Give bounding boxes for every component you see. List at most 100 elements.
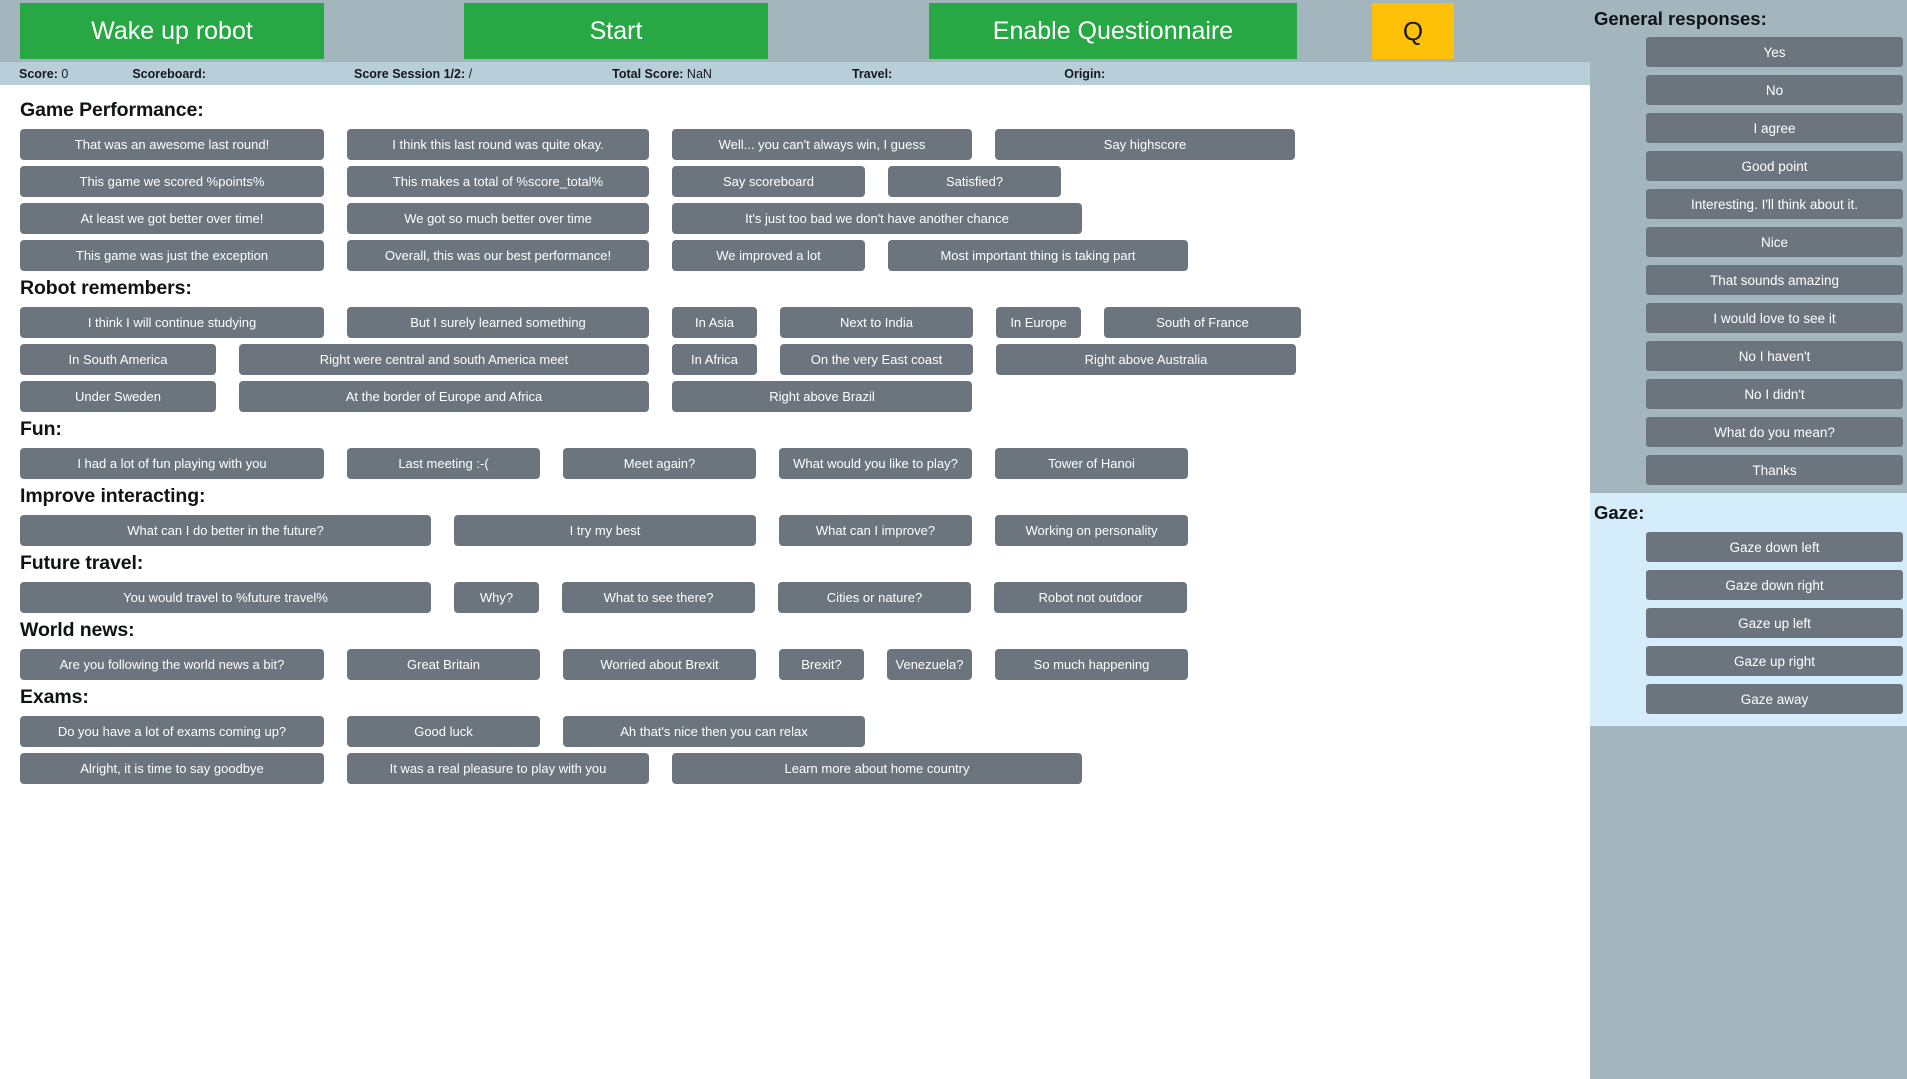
utterance-button[interactable]: Why?	[454, 582, 539, 613]
questionnaire-q-icon[interactable]: Q	[1372, 3, 1454, 59]
utterance-button[interactable]: In Africa	[672, 344, 757, 375]
section-title: Improve interacting:	[20, 485, 206, 507]
utterance-button[interactable]: This makes a total of %score_total%	[347, 166, 649, 197]
utterance-button[interactable]: You would travel to %future travel%	[20, 582, 431, 613]
general-response-button[interactable]: I would love to see it	[1646, 303, 1903, 333]
utterance-button[interactable]: Meet again?	[563, 448, 756, 479]
total-score-field: Total Score: NaN	[612, 67, 712, 81]
utterance-button[interactable]: What can I do better in the future?	[20, 515, 431, 546]
gaze-button[interactable]: Gaze down right	[1646, 570, 1903, 600]
general-response-button[interactable]: What do you mean?	[1646, 417, 1903, 447]
utterance-button[interactable]: Tower of Hanoi	[995, 448, 1188, 479]
utterance-button[interactable]: Well... you can't always win, I guess	[672, 129, 972, 160]
toolbar-spacer-1	[324, 3, 464, 59]
utterance-button[interactable]: In South America	[20, 344, 216, 375]
utterance-button[interactable]: Say scoreboard	[672, 166, 865, 197]
utterance-button[interactable]: On the very East coast	[780, 344, 973, 375]
general-response-button[interactable]: Yes	[1646, 37, 1903, 67]
wake-up-robot-button[interactable]: Wake up robot	[20, 3, 324, 59]
utterance-button[interactable]: But I surely learned something	[347, 307, 649, 338]
general-response-button[interactable]: I agree	[1646, 113, 1903, 143]
utterance-button[interactable]: So much happening	[995, 649, 1188, 680]
utterance-button[interactable]: Learn more about home country	[672, 753, 1082, 784]
utterance-button[interactable]: Venezuela?	[887, 649, 972, 680]
utterance-button[interactable]: I think this last round was quite okay.	[347, 129, 649, 160]
gaze-button[interactable]: Gaze up right	[1646, 646, 1903, 676]
utterance-button[interactable]: What would you like to play?	[779, 448, 972, 479]
enable-questionnaire-button[interactable]: Enable Questionnaire	[929, 3, 1297, 59]
utterance-button[interactable]: We improved a lot	[672, 240, 865, 271]
utterance-button[interactable]: Ah that's nice then you can relax	[563, 716, 865, 747]
general-response-button[interactable]: No I didn't	[1646, 379, 1903, 409]
utterance-button[interactable]: Right were central and south America mee…	[239, 344, 649, 375]
button-row: This game was just the exception Overall,…	[20, 240, 1590, 271]
utterance-button[interactable]: Most important thing is taking part	[888, 240, 1188, 271]
score-label: Score:	[19, 66, 58, 81]
utterance-button[interactable]: Cities or nature?	[778, 582, 971, 613]
gaze-button[interactable]: Gaze down left	[1646, 532, 1903, 562]
general-response-button[interactable]: No I haven't	[1646, 341, 1903, 371]
button-row: Alright, it is time to say goodbye It was…	[20, 753, 1590, 784]
utterance-button[interactable]: I think I will continue studying	[20, 307, 324, 338]
general-response-button[interactable]: Good point	[1646, 151, 1903, 181]
utterance-button[interactable]: That was an awesome last round!	[20, 129, 324, 160]
utterance-button[interactable]: It's just too bad we don't have another …	[672, 203, 1082, 234]
button-row: This game we scored %points% This makes a…	[20, 166, 1590, 197]
utterance-button[interactable]: What to see there?	[562, 582, 755, 613]
general-response-button[interactable]: Interesting. I'll think about it.	[1646, 189, 1903, 219]
general-response-button[interactable]: Nice	[1646, 227, 1903, 257]
utterance-button[interactable]: Satisfied?	[888, 166, 1061, 197]
general-response-button[interactable]: Thanks	[1646, 455, 1903, 485]
gaze-button[interactable]: Gaze up left	[1646, 608, 1903, 638]
utterance-button[interactable]: Right above Australia	[996, 344, 1296, 375]
general-response-button[interactable]: No	[1646, 75, 1903, 105]
total-score-value: NaN	[686, 66, 712, 81]
utterance-button[interactable]: Next to India	[780, 307, 973, 338]
utterance-button[interactable]: In Europe	[996, 307, 1081, 338]
utterance-button[interactable]: This game was just the exception	[20, 240, 324, 271]
utterance-button[interactable]: Robot not outdoor	[994, 582, 1187, 613]
score-session-label: Score Session 1/2:	[353, 66, 466, 81]
button-row: What can I do better in the future? I try…	[20, 515, 1590, 546]
utterance-button[interactable]: Working on personality	[995, 515, 1188, 546]
utterance-button[interactable]: In Asia	[672, 307, 757, 338]
utterance-button[interactable]: Say highscore	[995, 129, 1295, 160]
start-button[interactable]: Start	[464, 3, 768, 59]
origin-label: Origin:	[1064, 66, 1106, 81]
gaze-button[interactable]: Gaze away	[1646, 684, 1903, 714]
utterance-button[interactable]: This game we scored %points%	[20, 166, 324, 197]
utterance-button[interactable]: I had a lot of fun playing with you	[20, 448, 324, 479]
utterance-button[interactable]: Are you following the world news a bit?	[20, 649, 324, 680]
utterance-button[interactable]: Brexit?	[779, 649, 864, 680]
utterance-button[interactable]: South of France	[1104, 307, 1301, 338]
section-title: Exams:	[20, 686, 89, 708]
button-row: In South America Right were central and s…	[20, 344, 1590, 375]
utterance-button[interactable]: At least we got better over time!	[20, 203, 324, 234]
utterance-button[interactable]: Right above Brazil	[672, 381, 972, 412]
utterance-button[interactable]: Overall, this was our best performance!	[347, 240, 649, 271]
utterance-button[interactable]: Worried about Brexit	[563, 649, 756, 680]
utterance-button[interactable]: Great Britain	[347, 649, 540, 680]
scoreboard-field: Scoreboard:	[132, 67, 206, 81]
utterance-button[interactable]: I try my best	[454, 515, 756, 546]
utterance-button[interactable]: Good luck	[347, 716, 540, 747]
utterance-button[interactable]: It was a real pleasure to play with you	[347, 753, 649, 784]
utterance-button[interactable]: Alright, it is time to say goodbye	[20, 753, 324, 784]
utterance-button[interactable]: Last meeting :-(	[347, 448, 540, 479]
utterance-button[interactable]: Do you have a lot of exams coming up?	[20, 716, 324, 747]
section-title: World news:	[20, 619, 135, 641]
utterance-button[interactable]: Under Sweden	[20, 381, 216, 412]
button-row: Under Sweden At the border of Europe and …	[20, 381, 1590, 412]
utterance-button[interactable]: What can I improve?	[779, 515, 972, 546]
utterance-button[interactable]: At the border of Europe and Africa	[239, 381, 649, 412]
general-response-button[interactable]: That sounds amazing	[1646, 265, 1903, 295]
utterance-button[interactable]: We got so much better over time	[347, 203, 649, 234]
section-title: Game Performance:	[20, 99, 204, 121]
button-row: I had a lot of fun playing with you Last …	[20, 448, 1590, 479]
section-title: Fun:	[20, 418, 62, 440]
button-row: Are you following the world news a bit? G…	[20, 649, 1590, 680]
